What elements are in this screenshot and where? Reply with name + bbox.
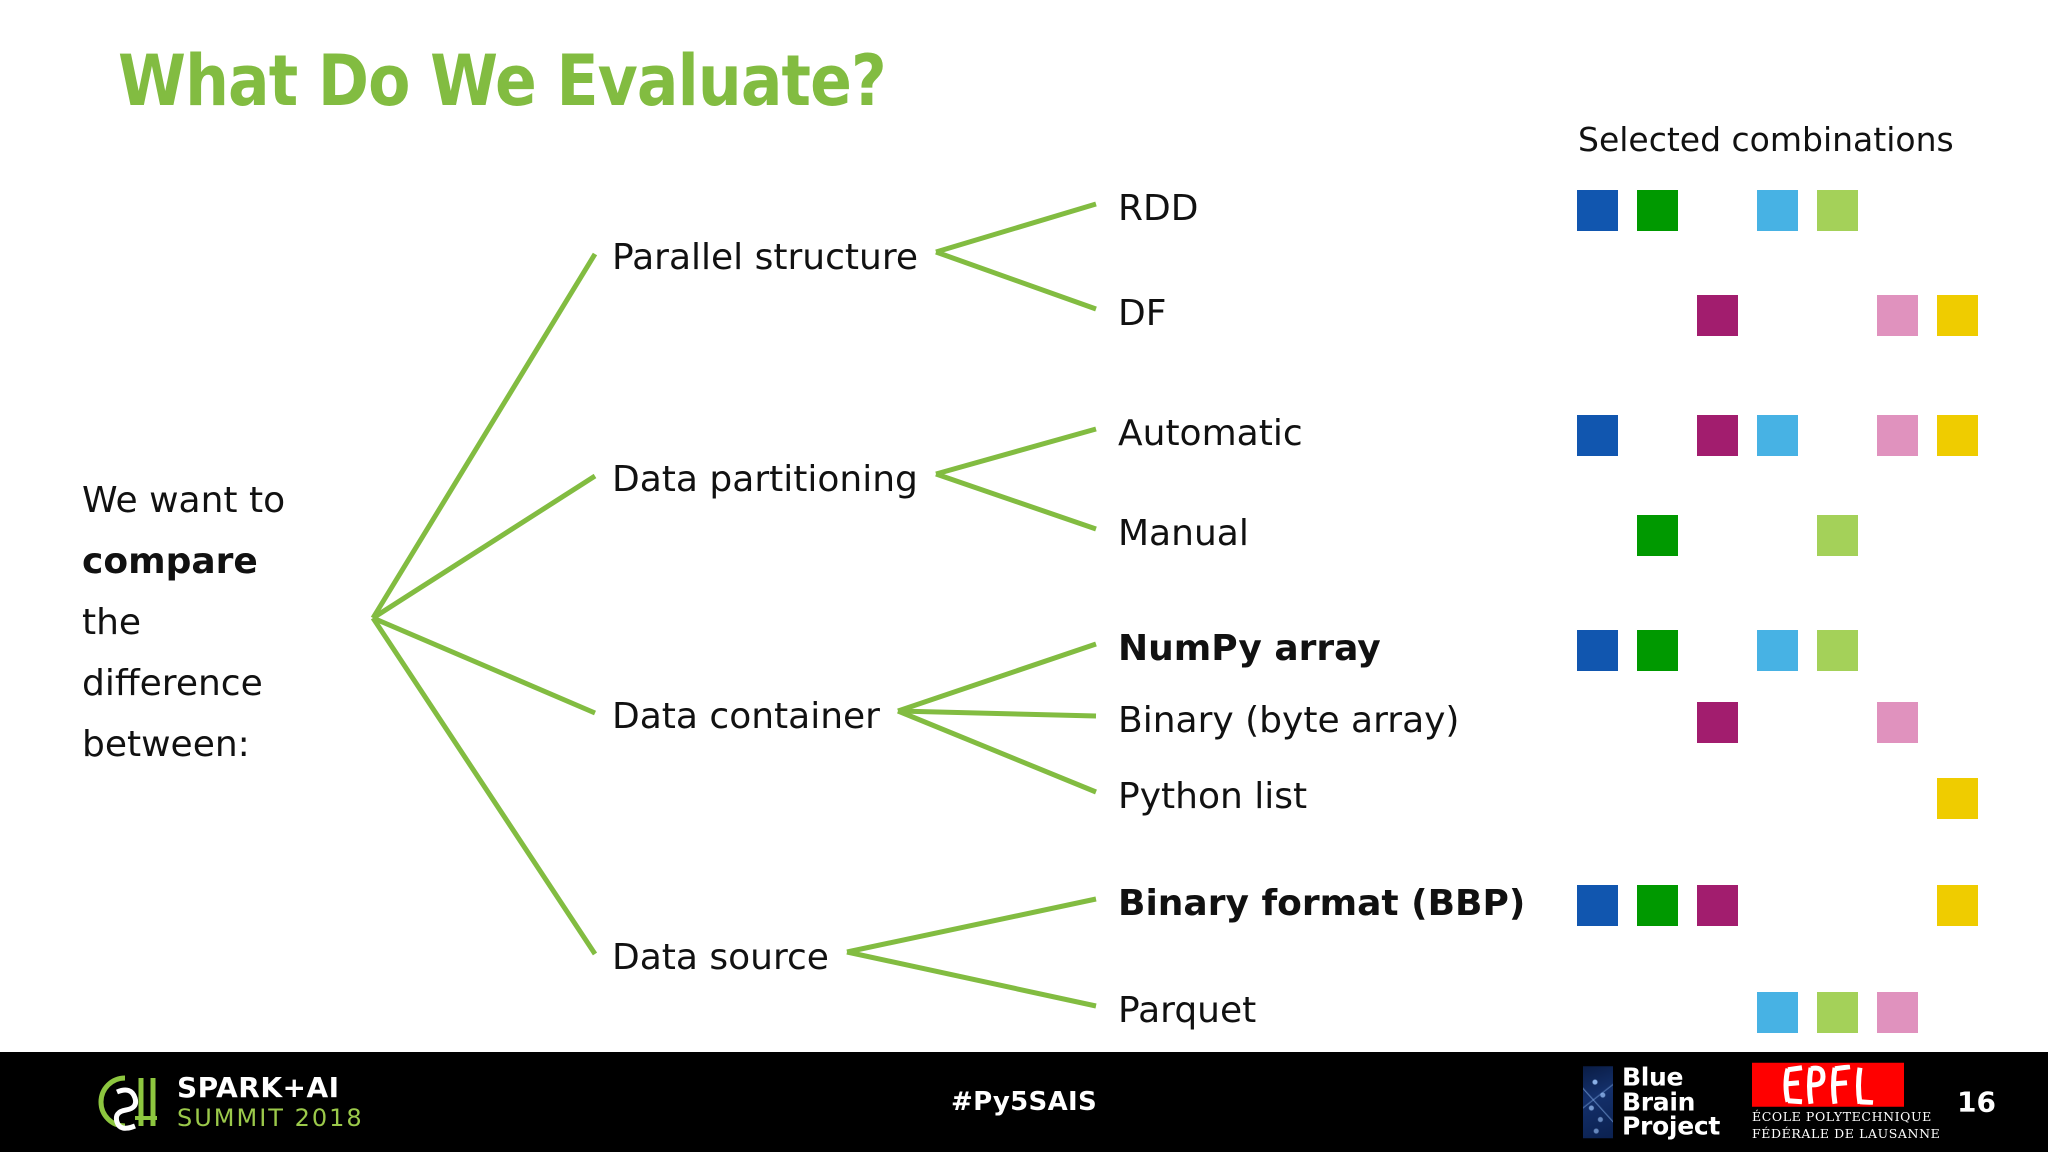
combination-swatch (1577, 629, 1618, 671)
intro-line-3: the (82, 602, 142, 643)
combination-swatch (1877, 294, 1918, 336)
blue-brain-wordmark: Blue Brain Project (1622, 1065, 1720, 1139)
option-label: RDD (1118, 188, 1199, 229)
epfl-logo: ÉCOLE POLYTECHNIQUE FÉDÉRALE DE LAUSANNE (1752, 1062, 1941, 1142)
event-hashtag: #Py5SAIS (950, 1087, 1098, 1117)
combination-swatch (1637, 514, 1678, 556)
option-label: Automatic (1118, 413, 1303, 454)
category-label: Data container (612, 696, 880, 737)
combination-swatch (1577, 884, 1618, 926)
category-label: Data source (612, 937, 829, 978)
footer-bar: SPARK+AI SUMMIT 2018 #Py5SAIS Blue Brain… (0, 1052, 2048, 1152)
epfl-subtitle-line-1: ÉCOLE POLYTECHNIQUE (1752, 1108, 1932, 1124)
combination-swatch (1697, 701, 1738, 743)
spark-summit-mark-icon (98, 1075, 157, 1131)
intro-line-1: We want to (82, 480, 286, 521)
page-number: 16 (1957, 1085, 1996, 1119)
bbp-line-2: Brain (1622, 1086, 1696, 1116)
intro-line-4: difference (82, 663, 263, 704)
category-label: Parallel structure (612, 237, 918, 278)
combination-swatch (1757, 629, 1798, 671)
spark-logo-wordmark: SPARK+AI SUMMIT 2018 (177, 1071, 364, 1132)
intro-line-5: between: (82, 724, 250, 765)
spark-logo-line-2: SUMMIT 2018 (177, 1104, 364, 1132)
page-title: What Do We Evaluate? (118, 40, 887, 122)
combination-swatch (1757, 991, 1798, 1033)
combination-swatch (1937, 777, 1978, 819)
option-label: Manual (1118, 513, 1249, 554)
epfl-wordmark-icon (1783, 1064, 1874, 1105)
option-label: DF (1118, 293, 1167, 334)
option-label: Binary (byte array) (1118, 700, 1460, 741)
combination-swatch (1697, 414, 1738, 456)
combination-swatch (1817, 991, 1858, 1033)
epfl-subtitle-line-2: FÉDÉRALE DE LAUSANNE (1752, 1126, 1941, 1141)
combination-swatch (1817, 189, 1858, 231)
option-label: Binary format (BBP) (1118, 883, 1526, 924)
bbp-line-1: Blue (1622, 1062, 1684, 1092)
combination-swatch (1937, 414, 1978, 456)
combination-swatch (1637, 884, 1678, 926)
combination-swatch (1877, 991, 1918, 1033)
combination-swatch (1757, 189, 1798, 231)
combination-swatch (1877, 701, 1918, 743)
combination-swatch (1877, 414, 1918, 456)
bbp-line-3: Project (1622, 1111, 1721, 1141)
option-label: NumPy array (1118, 628, 1381, 669)
intro-line-2-compare: compare (82, 541, 258, 582)
combination-swatch (1577, 414, 1618, 456)
combination-swatch (1817, 514, 1858, 556)
combination-swatch (1697, 294, 1738, 336)
spark-ai-summit-logo: SPARK+AI SUMMIT 2018 (95, 1072, 364, 1132)
intro-text-block: We want to compare the difference betwee… (82, 470, 382, 775)
combination-swatch (1577, 189, 1618, 231)
combination-swatch (1937, 294, 1978, 336)
selected-combinations-header: Selected combinations (1578, 120, 1954, 159)
epfl-red-block (1752, 1062, 1904, 1107)
option-label: Parquet (1118, 990, 1257, 1031)
combination-swatch-grid (1577, 189, 1978, 1033)
spark-logo-line-1: SPARK+AI (177, 1071, 340, 1104)
combination-swatch (1697, 884, 1738, 926)
combination-swatch (1757, 414, 1798, 456)
combination-swatch (1637, 629, 1678, 671)
combination-swatch (1937, 884, 1978, 926)
blue-brain-project-logo: Blue Brain Project (1583, 1065, 1720, 1139)
blue-brain-neuron-icon (1583, 1066, 1613, 1138)
combination-swatch (1637, 189, 1678, 231)
combination-swatch (1817, 629, 1858, 671)
category-label: Data partitioning (612, 459, 918, 500)
option-label: Python list (1118, 776, 1308, 817)
